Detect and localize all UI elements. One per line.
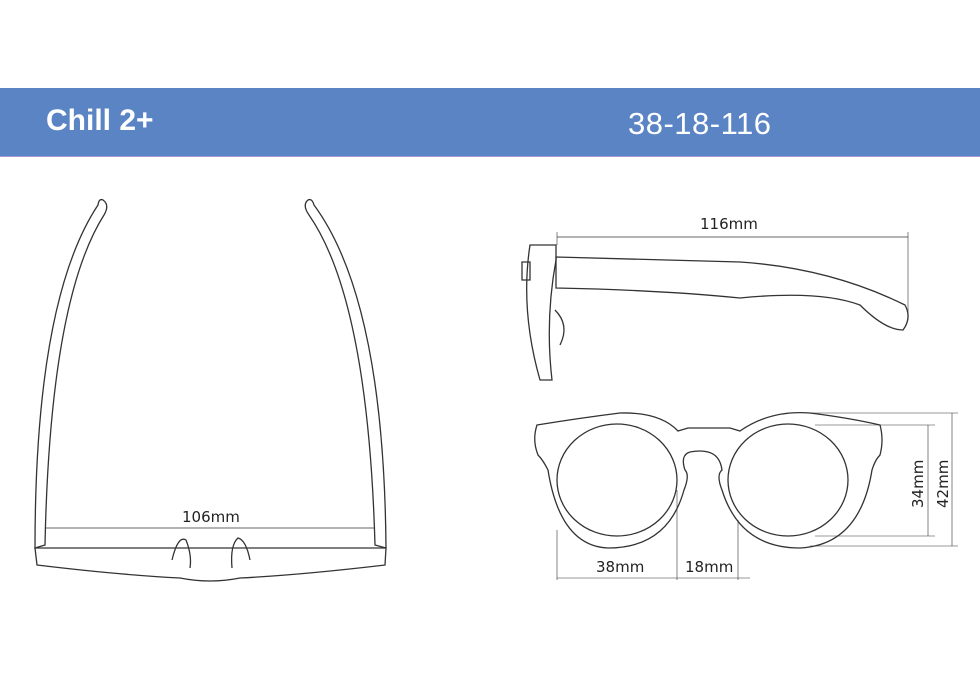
top-view: 106mm <box>34 198 387 582</box>
front-bar <box>34 547 387 582</box>
nose-pad-right <box>230 537 251 569</box>
left-temple <box>34 198 108 549</box>
lens-height-label: 34mm <box>909 460 927 508</box>
nose-pad-left <box>171 538 192 569</box>
side-temple <box>555 256 909 331</box>
right-temple <box>304 198 387 549</box>
side-view: 116mm <box>521 215 909 381</box>
frame-width-label: 106mm <box>182 508 240 526</box>
right-lens <box>727 423 849 537</box>
frame-front <box>534 411 883 549</box>
front-view: 38mm 18mm 34mm 42mm <box>534 411 958 580</box>
temple-length-label: 116mm <box>700 215 758 233</box>
hinge <box>521 261 531 281</box>
bridge-width-label: 18mm <box>685 558 733 576</box>
frame-front-side <box>526 244 557 381</box>
nose-pad-side <box>554 309 565 346</box>
model-name: Chill 2+ <box>46 104 154 137</box>
left-lens <box>556 423 678 537</box>
frame-height-label: 42mm <box>934 460 952 508</box>
size-code: 38-18-116 <box>628 106 772 141</box>
header-band <box>0 88 980 157</box>
lens-width-label: 38mm <box>596 558 644 576</box>
